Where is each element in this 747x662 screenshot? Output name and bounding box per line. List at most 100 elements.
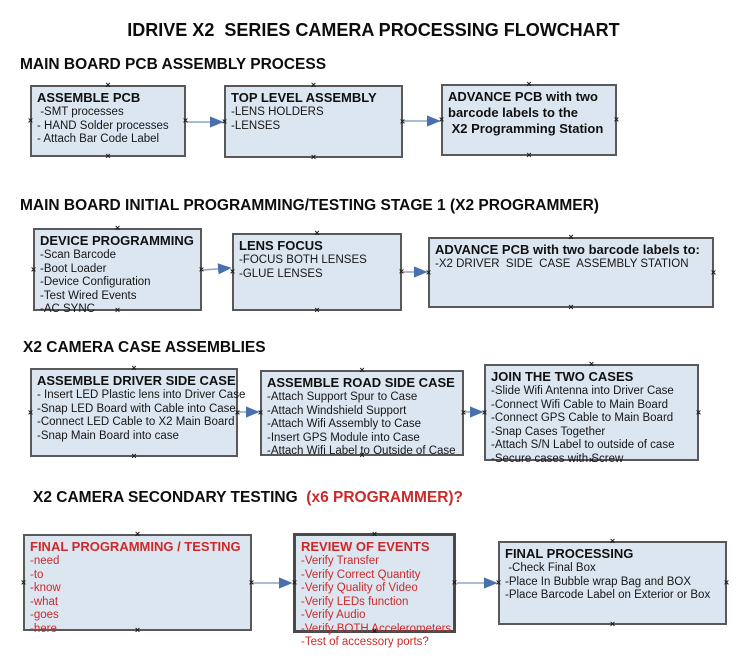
box-item: -SMT processes bbox=[37, 106, 124, 118]
box-title: TOP LEVEL ASSEMBLY bbox=[231, 90, 377, 105]
box-title: ADVANCE PCB with two barcode labels to: bbox=[435, 242, 700, 257]
selection-handle-right[interactable]: × bbox=[234, 407, 241, 417]
selection-handle-top[interactable]: × bbox=[131, 363, 137, 373]
selection-handle-right[interactable]: × bbox=[398, 266, 405, 277]
flow-box-assemble-pcb[interactable]: ASSEMBLE PCB -SMT processes- HAND Solder… bbox=[28, 81, 188, 161]
flow-box-final-programming-testing[interactable]: FINAL PROGRAMMING / TESTING -need-to-kno… bbox=[21, 530, 254, 635]
selection-handle-top[interactable]: × bbox=[568, 232, 574, 242]
selection-handle-bottom[interactable]: × bbox=[131, 451, 137, 461]
selection-handle-right[interactable]: × bbox=[613, 114, 620, 125]
flow-box-assemble-road-side-case[interactable]: ASSEMBLE ROAD SIDE CASE -Attach Support … bbox=[258, 366, 466, 460]
box-items: -SMT processes- HAND Solder processes- A… bbox=[37, 106, 184, 147]
selection-handle-top[interactable]: × bbox=[588, 359, 595, 369]
box-item: - HAND Solder processes bbox=[37, 119, 169, 132]
selection-handle-left[interactable]: × bbox=[495, 577, 502, 588]
flow-box-assemble-driver-side-case[interactable]: ASSEMBLE DRIVER SIDE CASE - Insert LED P… bbox=[28, 364, 246, 461]
selection-handle-right[interactable]: × bbox=[695, 407, 702, 417]
selection-handle-left[interactable]: × bbox=[481, 407, 488, 417]
box-item: -Check Final Box bbox=[505, 562, 596, 574]
selection-handle-left[interactable]: × bbox=[30, 264, 37, 274]
selection-handle-top[interactable]: × bbox=[371, 529, 378, 539]
section-header-case-assemblies: X2 CAMERA CASE ASSEMBLIES bbox=[23, 339, 266, 356]
chart-title: IDRIVE X2 SERIES CAMERA PROCESSING FLOWC… bbox=[127, 20, 620, 40]
selection-handle-right[interactable]: × bbox=[451, 577, 458, 588]
selection-handle-bottom[interactable]: × bbox=[371, 626, 378, 636]
box-title: ASSEMBLE PCB bbox=[37, 90, 141, 105]
selection-handle-left[interactable]: × bbox=[27, 115, 34, 126]
box-items: -FOCUS BOTH LENSES-GLUE LENSES bbox=[239, 254, 400, 281]
selection-handle-bottom[interactable]: × bbox=[609, 619, 616, 629]
selection-handle-left[interactable]: × bbox=[438, 114, 445, 125]
selection-handle-top[interactable]: × bbox=[314, 228, 320, 238]
selection-handle-bottom[interactable]: × bbox=[105, 151, 111, 161]
box-item: -Place In Bubble wrap Bag and BOX bbox=[505, 575, 692, 588]
selection-handle-top[interactable]: × bbox=[114, 223, 121, 233]
box-items: -need-to-know-what-goes-here bbox=[30, 555, 250, 636]
selection-handle-left[interactable]: × bbox=[27, 407, 34, 417]
flow-box-lens-focus[interactable]: LENS FOCUS -FOCUS BOTH LENSES-GLUE LENSE… bbox=[230, 229, 404, 315]
box-item: -AC SYNC bbox=[40, 303, 95, 315]
box-item: -Verify Correct Quantity bbox=[301, 568, 421, 581]
box-item: -Slide Wifi Antenna into Driver Case bbox=[491, 385, 674, 397]
box-item: -Test of accessory ports? bbox=[301, 636, 429, 648]
flow-box-device-programming[interactable]: DEVICE PROGRAMMING -Scan Barcode-Boot Lo… bbox=[31, 224, 204, 316]
box-item: - Attach Bar Code Label bbox=[37, 133, 160, 145]
selection-handle-bottom[interactable]: × bbox=[588, 455, 595, 465]
selection-handle-right[interactable]: × bbox=[399, 116, 406, 126]
selection-handle-top[interactable]: × bbox=[310, 80, 317, 90]
box-item: -here bbox=[30, 622, 57, 635]
box-item: -know bbox=[30, 582, 61, 594]
selection-handle-bottom[interactable]: × bbox=[526, 150, 532, 160]
box-item: -what bbox=[30, 595, 59, 608]
flow-box-advance-pcb-driver-side[interactable]: ADVANCE PCB with two barcode labels to: … bbox=[426, 233, 716, 312]
selection-handle-bottom[interactable]: × bbox=[310, 152, 317, 162]
selection-handle-bottom[interactable]: × bbox=[114, 305, 121, 315]
selection-handle-right[interactable]: × bbox=[182, 115, 189, 126]
box-items: -LENS HOLDERS-LENSES bbox=[231, 106, 401, 133]
box-items: -Slide Wifi Antenna into Driver Case-Con… bbox=[491, 385, 697, 466]
selection-handle-left[interactable]: × bbox=[229, 266, 236, 277]
selection-handle-left[interactable]: × bbox=[291, 577, 298, 588]
selection-handle-top[interactable]: × bbox=[526, 79, 532, 89]
selection-handle-top[interactable]: × bbox=[359, 365, 365, 375]
selection-handle-left[interactable]: × bbox=[257, 407, 264, 418]
connector-arrow[interactable] bbox=[202, 263, 232, 275]
box-item: -Connect GPS Cable to Main Board bbox=[491, 412, 674, 424]
selection-handle-bottom[interactable]: × bbox=[568, 302, 574, 312]
section-header-red-part: (x6 PROGRAMMER)? bbox=[306, 489, 464, 506]
selection-handle-top[interactable]: × bbox=[609, 536, 616, 546]
flow-box-final-processing[interactable]: FINAL PROCESSING -Check Final Box-Place … bbox=[496, 537, 729, 629]
selection-handle-right[interactable]: × bbox=[248, 577, 255, 587]
selection-handle-right[interactable]: × bbox=[723, 577, 730, 588]
selection-handle-left[interactable]: × bbox=[425, 267, 432, 277]
box-item: -Test Wired Events bbox=[40, 289, 137, 302]
flow-box-top-level-assembly[interactable]: TOP LEVEL ASSEMBLY -LENS HOLDERS-LENSES … bbox=[222, 81, 405, 162]
box-item: -LENSES bbox=[231, 119, 281, 132]
box-title-lines: barcode labels to the X2 Programming Sta… bbox=[448, 105, 615, 137]
selection-handle-bottom[interactable]: × bbox=[359, 450, 365, 460]
section-header-pcb-assembly: MAIN BOARD PCB ASSEMBLY PROCESS bbox=[20, 56, 327, 73]
selection-handle-left[interactable]: × bbox=[20, 577, 27, 587]
selection-handle-bottom[interactable]: × bbox=[314, 305, 320, 315]
box-item: -Insert GPS Module into Case bbox=[267, 431, 420, 444]
flow-box-advance-pcb-programming-station[interactable]: ADVANCE PCB with two barcode labels to t… bbox=[439, 80, 619, 160]
box-item: -LENS HOLDERS bbox=[231, 106, 324, 118]
selection-handle-right[interactable]: × bbox=[460, 407, 467, 418]
flow-box-join-the-two-cases[interactable]: JOIN THE TWO CASES -Slide Wifi Antenna i… bbox=[482, 360, 701, 465]
box-item: -Attach Support Spur to Case bbox=[267, 391, 418, 403]
box-item: -Verify Transfer bbox=[301, 555, 379, 567]
selection-handle-top[interactable]: × bbox=[134, 529, 141, 539]
box-item: -Attach S/N Label to outside of case bbox=[491, 439, 675, 451]
box-items: -X2 DRIVER SIDE CASE ASSEMBLY STATION bbox=[435, 258, 712, 272]
box-item: X2 Programming Station bbox=[448, 121, 604, 136]
box-item: -Snap Main Board into case bbox=[37, 429, 179, 442]
box-item: -Verify Quality of Video bbox=[301, 582, 418, 594]
selection-handle-left[interactable]: × bbox=[221, 116, 228, 126]
selection-handle-right[interactable]: × bbox=[710, 267, 717, 277]
selection-handle-bottom[interactable]: × bbox=[134, 625, 141, 635]
selection-handle-top[interactable]: × bbox=[105, 80, 111, 90]
selection-handle-right[interactable]: × bbox=[198, 264, 205, 274]
flow-box-review-of-events[interactable]: REVIEW OF EVENTS -Verify Transfer-Verify… bbox=[291, 529, 458, 649]
box-item: -Connect Wifi Cable to Main Board bbox=[491, 398, 669, 411]
